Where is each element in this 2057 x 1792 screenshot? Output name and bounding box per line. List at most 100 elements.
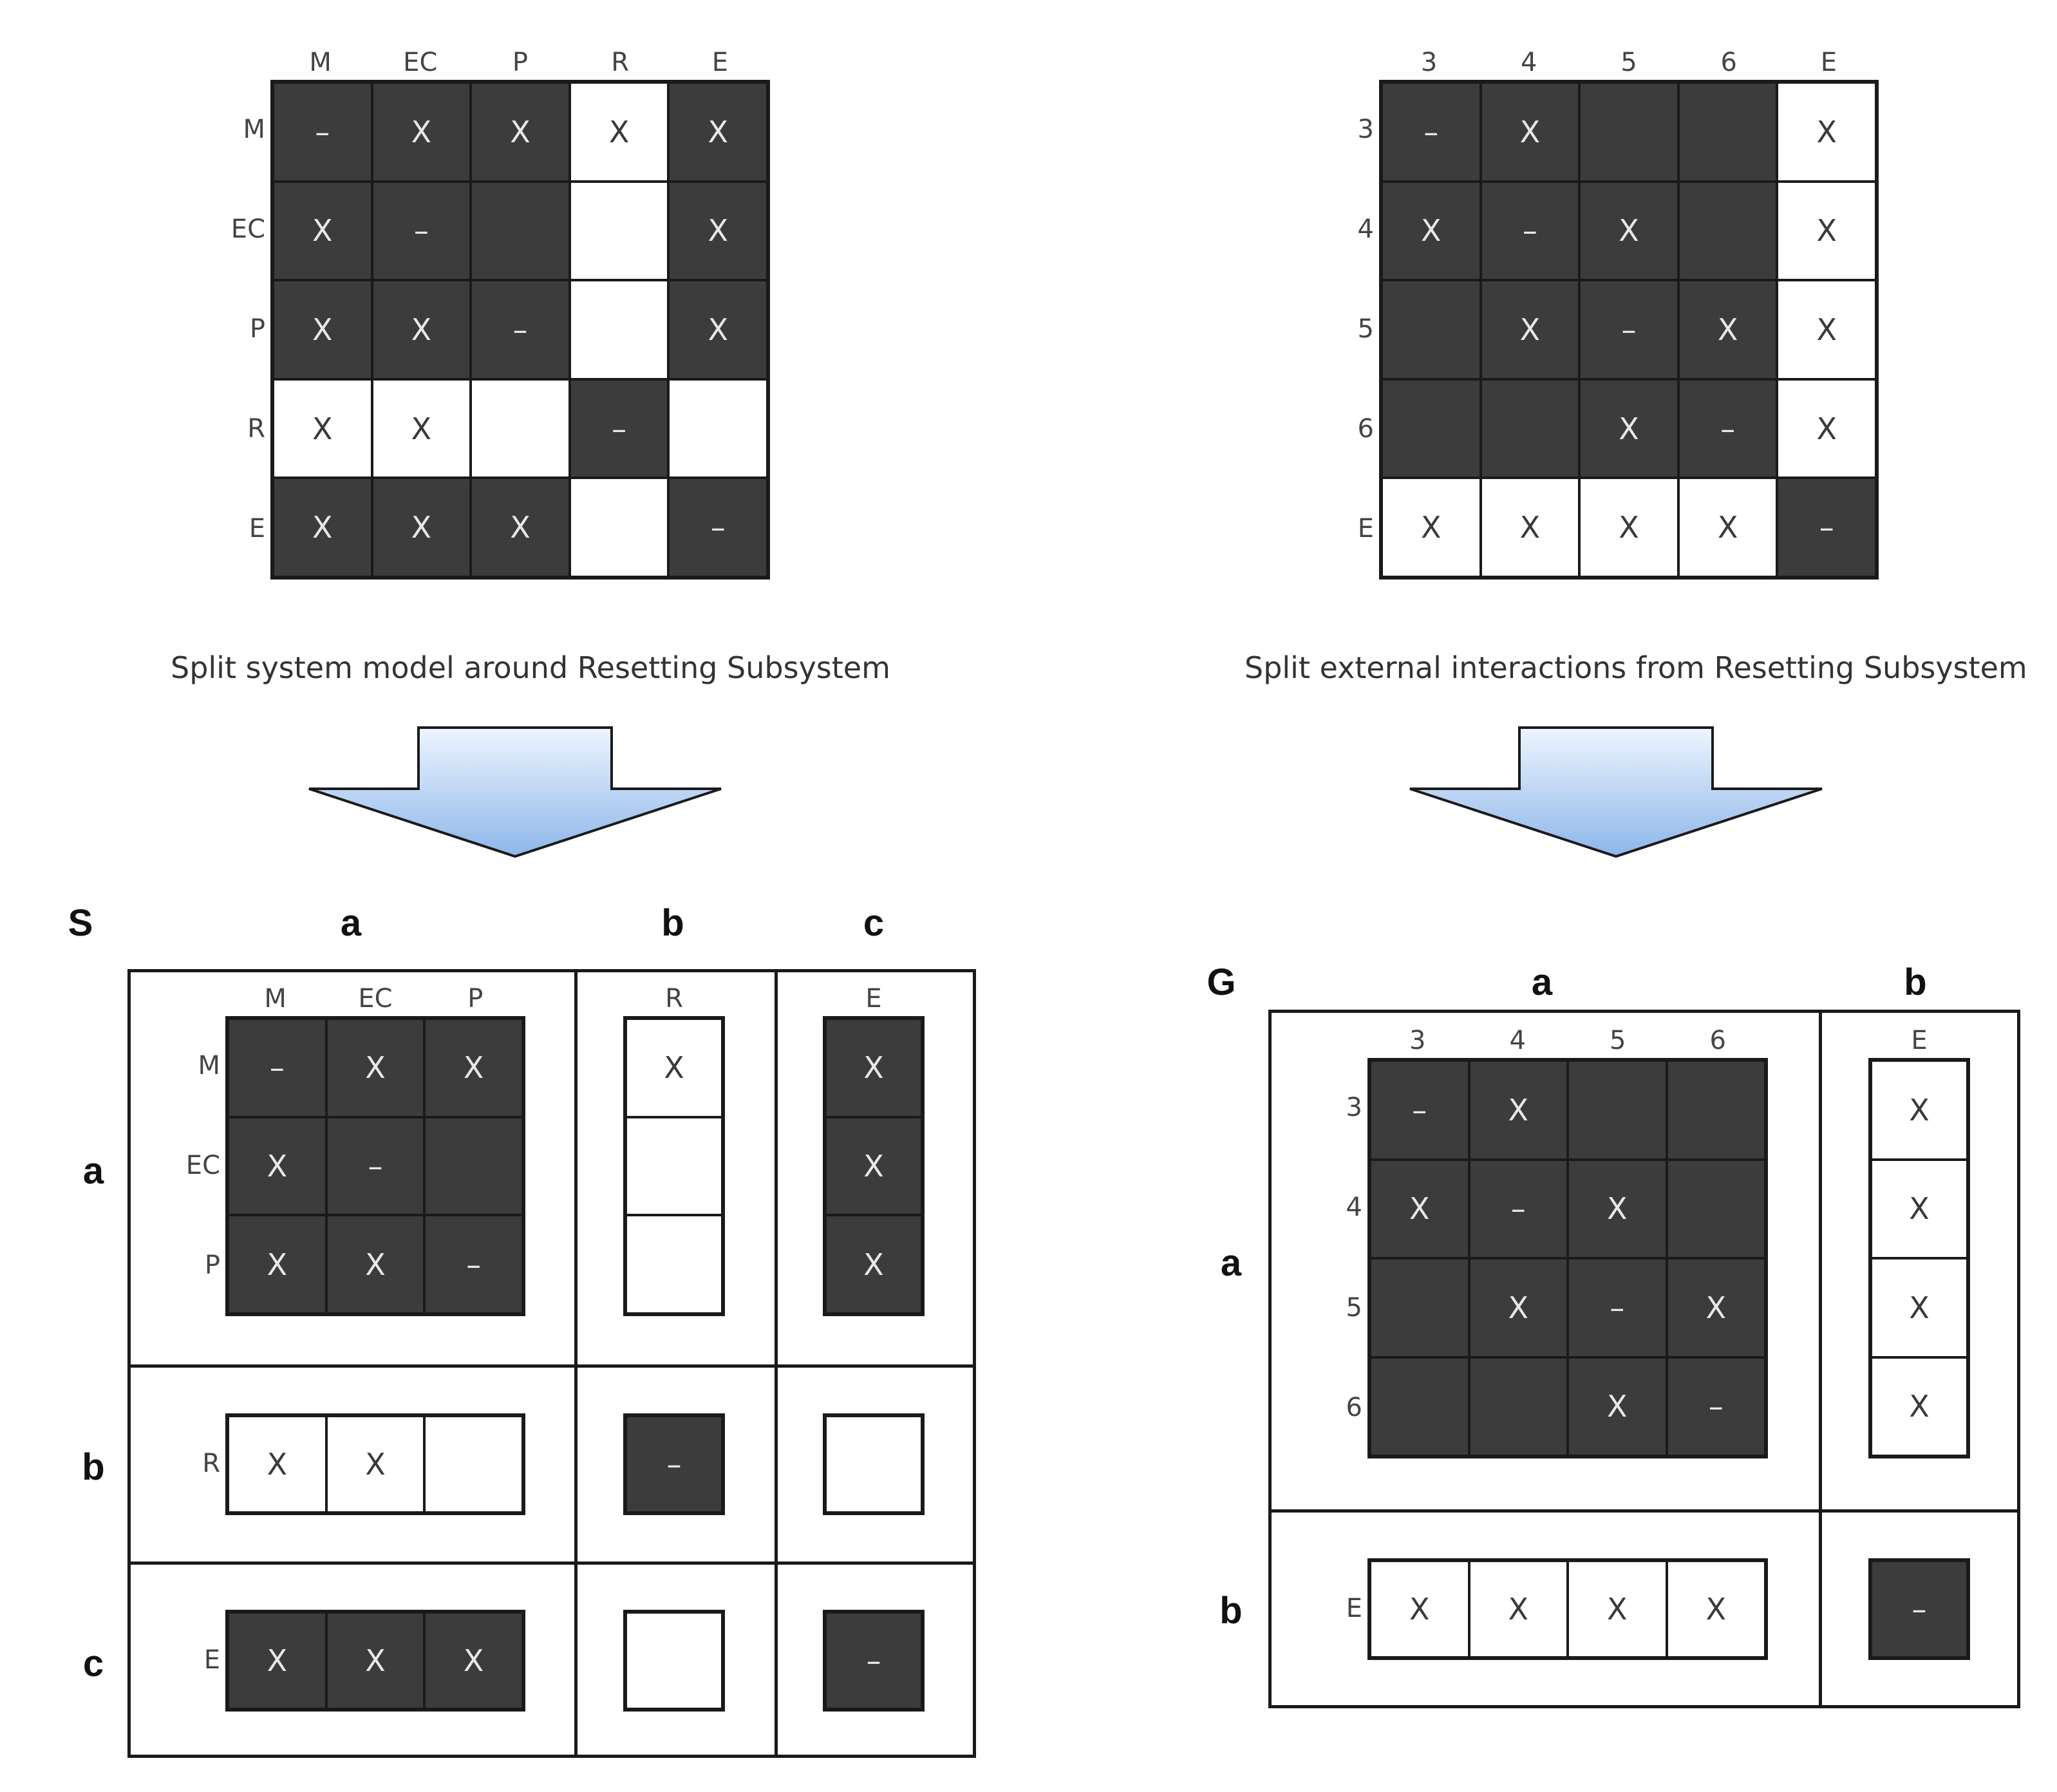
row-block-a: a: [82, 1150, 104, 1192]
block-bc-matrix: [823, 1413, 925, 1515]
row-header: 6: [1346, 1393, 1362, 1423]
row-header: E: [203, 1645, 220, 1675]
column-header: 5: [1620, 48, 1637, 77]
matrix-cell: [1666, 1159, 1765, 1258]
matrix-cell: [668, 379, 767, 478]
block-label-G: G: [1207, 961, 1236, 1003]
col-block-b: b: [1904, 961, 1927, 1003]
col-block-a: a: [340, 902, 362, 944]
row-block-b: b: [82, 1446, 105, 1488]
matrix-cell: –: [825, 1612, 922, 1709]
column-header: 5: [1610, 1026, 1626, 1055]
block-label-S: S: [68, 902, 93, 944]
column-header: R: [611, 48, 630, 77]
block-ab-matrix: X: [623, 1016, 725, 1316]
matrix-cell: –: [1579, 280, 1678, 379]
matrix-cell: –: [1370, 1061, 1469, 1160]
matrix-cell: X: [1666, 1258, 1765, 1357]
block-bb-matrix: –: [623, 1413, 725, 1515]
matrix-cell: [1382, 379, 1481, 478]
row-header: 6: [1357, 414, 1374, 444]
matrix-cell: X: [1678, 478, 1778, 577]
matrix-cell: X: [1777, 280, 1876, 379]
column-header: 6: [1720, 48, 1737, 77]
caption-split-system: Split system model around Resetting Subs…: [171, 650, 890, 685]
matrix-cell: X: [1480, 280, 1580, 379]
matrix-cell: –: [1871, 1561, 1968, 1657]
matrix-cell: X: [371, 82, 471, 182]
matrix-cell: X: [1469, 1561, 1568, 1657]
down-arrow-right: [1409, 726, 1823, 858]
matrix-cell: X: [1469, 1061, 1568, 1160]
matrix-cell: [1579, 82, 1678, 182]
matrix-cell: X: [371, 478, 471, 577]
matrix-cell: X: [1370, 1561, 1469, 1657]
row-header: R: [202, 1449, 220, 1478]
matrix-cell: X: [424, 1019, 523, 1117]
col-block-a: a: [1531, 961, 1553, 1003]
column-header: P: [512, 48, 529, 77]
matrix-cell: –: [326, 1117, 425, 1216]
matrix-cell: X: [273, 280, 372, 379]
split-S-frame: [127, 969, 976, 1758]
column-header: EC: [358, 984, 393, 1014]
matrix-cell: X: [1382, 181, 1481, 281]
matrix-cell: X: [1370, 1159, 1469, 1258]
row-header: EC: [185, 1151, 220, 1180]
row-block-a: a: [1220, 1242, 1242, 1284]
matrix-cell: X: [668, 82, 767, 182]
column-header: E: [711, 48, 729, 77]
row-header: 5: [1346, 1292, 1362, 1323]
row-header: 4: [1346, 1193, 1362, 1223]
matrix-cell: [569, 478, 669, 577]
matrix-cell: X: [1871, 1357, 1968, 1456]
column-header: E: [1911, 1026, 1928, 1055]
divider: [127, 1364, 976, 1368]
matrix-cell: [626, 1117, 722, 1216]
matrix-cell: X: [1579, 181, 1678, 281]
matrix-cell: X: [371, 280, 471, 379]
matrix-cell: –: [1666, 1357, 1765, 1456]
matrix-cell: X: [228, 1416, 326, 1513]
matrix-cell: X: [1666, 1561, 1765, 1657]
matrix-cell: X: [626, 1019, 722, 1117]
matrix-cell: X: [471, 82, 570, 182]
matrix-cell: X: [326, 1416, 425, 1513]
matrix-cell: X: [273, 478, 372, 577]
matrix-cell: X: [228, 1612, 326, 1709]
matrix-cell: –: [1777, 478, 1876, 577]
block-cb-matrix: [623, 1610, 725, 1712]
matrix-cell: X: [825, 1215, 922, 1314]
matrix-cell: [471, 379, 570, 478]
row-header: M: [198, 1050, 220, 1080]
matrix-cell: [1480, 379, 1580, 478]
matrix-cell: –: [471, 280, 570, 379]
row-header: E: [1357, 514, 1374, 544]
divider: [775, 969, 778, 1758]
matrix-cell: X: [471, 478, 570, 577]
column-header: EC: [403, 48, 438, 77]
matrix-cell: –: [424, 1215, 523, 1314]
row-block-b: b: [1219, 1590, 1243, 1632]
row-header: E: [1346, 1594, 1362, 1623]
matrix-cell: X: [371, 379, 471, 478]
caption-split-external: Split external interactions from Resetti…: [1245, 650, 2027, 685]
matrix-cell: –: [273, 82, 372, 182]
matrix-cell: X: [424, 1612, 523, 1709]
matrix-cell: –: [228, 1019, 326, 1117]
arrow-shape-left: [308, 726, 722, 858]
matrix-cell: X: [1480, 82, 1580, 182]
matrix-cell: X: [1678, 280, 1778, 379]
matrix-cell: –: [1568, 1258, 1667, 1357]
matrix-cell: [626, 1215, 722, 1314]
row-header: EC: [230, 214, 265, 244]
divider: [127, 1561, 976, 1565]
matrix-cell: [626, 1612, 722, 1709]
column-header: 4: [1521, 48, 1537, 77]
